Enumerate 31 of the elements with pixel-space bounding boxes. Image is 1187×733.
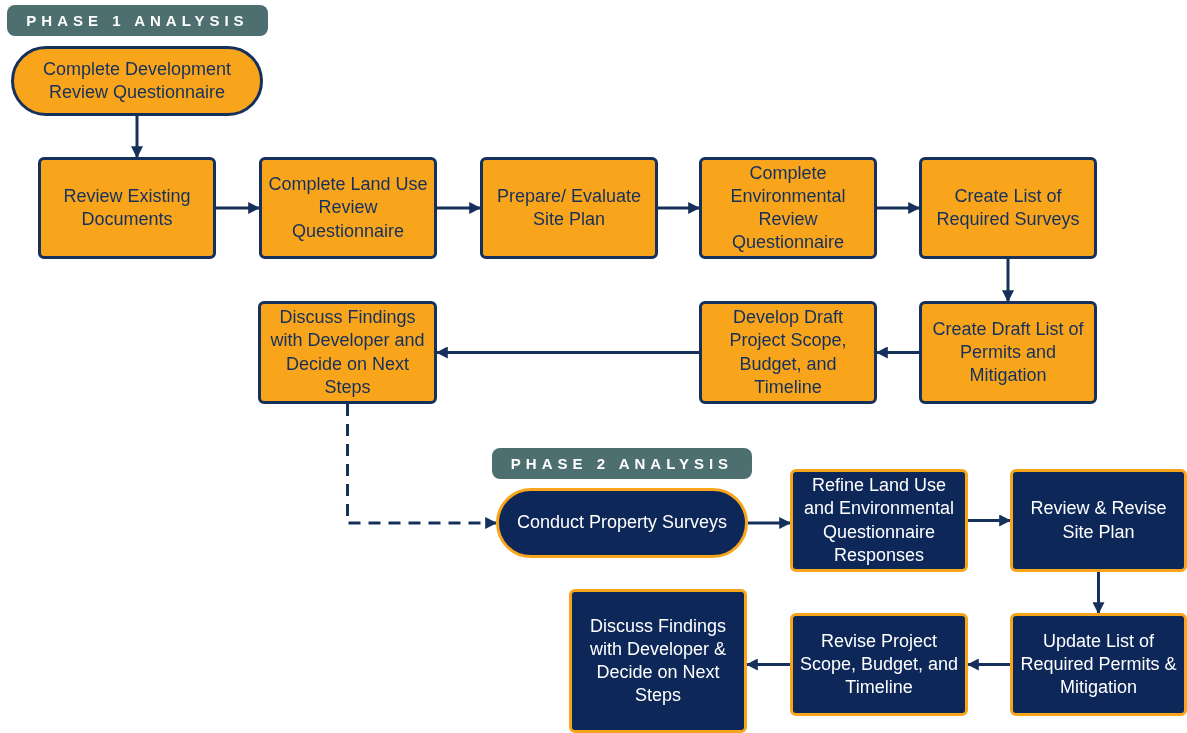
start-pill: Conduct Property Surveys	[496, 488, 748, 558]
process-box: Review & Revise Site Plan	[1010, 469, 1187, 572]
phase-label-band: PHASE 2 ANALYSIS	[492, 448, 752, 479]
process-box: Complete Environmental Review Questionnaire	[699, 157, 877, 259]
process-box: Discuss Findings with Developer & Decide on Next Steps	[569, 589, 747, 733]
arrow	[745, 658, 790, 671]
process-box: Create List of Required Surveys	[919, 157, 1097, 259]
process-box: Update List of Required Permits & Mitigation	[1010, 613, 1187, 716]
arrow	[1002, 259, 1014, 303]
arrow	[966, 658, 1010, 671]
process-box: Discuss Findings with Developer and Decide on Next Steps	[258, 301, 437, 404]
arrow	[968, 514, 1012, 527]
phase-label-band: PHASE 1 ANALYSIS	[7, 5, 268, 36]
arrow	[1092, 572, 1105, 615]
arrow	[437, 202, 482, 214]
dashed-arrow	[346, 404, 498, 529]
process-box: Prepare/ Evaluate Site Plan	[480, 157, 658, 259]
arrow	[877, 202, 921, 214]
process-box: Refine Land Use and Environmental Questionnaire Responses	[790, 469, 968, 572]
arrow	[748, 517, 792, 529]
arrow	[216, 202, 261, 214]
process-box: Review Existing Documents	[38, 157, 216, 259]
arrow	[131, 116, 143, 159]
arrow	[875, 346, 919, 359]
process-box: Create Draft List of Permits and Mitigation	[919, 301, 1097, 404]
arrow	[435, 346, 699, 359]
process-box: Complete Land Use Review Questionnaire	[259, 157, 437, 259]
process-box: Revise Project Scope, Budget, and Timeline	[790, 613, 968, 716]
arrow	[658, 202, 701, 214]
start-pill: Complete Development Review Questionnaire	[11, 46, 263, 116]
process-box: Develop Draft Project Scope, Budget, and Timeline	[699, 301, 877, 404]
